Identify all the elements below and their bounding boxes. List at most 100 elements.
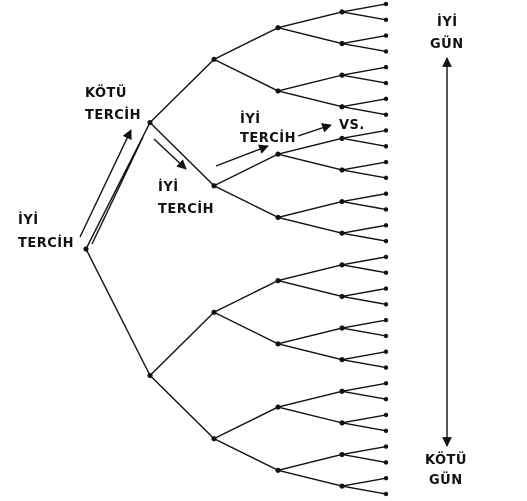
- tree-branch: [341, 11, 387, 21]
- tree-leaf-node: [383, 191, 389, 196]
- tree-decision-node: [339, 388, 345, 394]
- tree-branch: [213, 279, 279, 313]
- tree-branch: [341, 98, 387, 108]
- tree-decision-node: [339, 230, 345, 236]
- tree-branch: [341, 3, 387, 13]
- label-good-day-line1: İYİ: [437, 14, 458, 30]
- tree-decision-node: [275, 88, 281, 94]
- tree-leaf-node: [383, 460, 389, 465]
- tree-leaf-node: [383, 270, 389, 275]
- tree-branch: [341, 137, 387, 147]
- tree-branch: [341, 358, 387, 369]
- tree-decision-node: [275, 278, 281, 284]
- tree-branch: [341, 390, 387, 400]
- tree-branches: [85, 3, 387, 495]
- tree-branch: [277, 453, 343, 471]
- tree-branch: [341, 295, 387, 306]
- tree-branch: [341, 200, 387, 211]
- tree-leaf-node: [383, 223, 389, 228]
- tree-decision-node: [275, 341, 281, 347]
- tree-leaf-node: [383, 491, 389, 497]
- tree-branch: [85, 248, 151, 376]
- tree-branch: [277, 200, 343, 219]
- tree-leaf-node: [383, 396, 389, 402]
- label-etc: VS.: [339, 118, 365, 133]
- tree-leaf-node: [383, 49, 389, 54]
- tree-branch: [277, 264, 343, 282]
- tree-decision-node: [339, 420, 345, 426]
- tree-branch: [149, 374, 215, 440]
- tree-branch: [341, 34, 387, 45]
- tree-branch: [341, 287, 387, 298]
- tree-decision-node: [339, 293, 345, 300]
- tree-branch: [277, 406, 343, 424]
- tree-branch: [341, 477, 387, 487]
- tree-branch: [341, 422, 387, 432]
- tree-leaf-node: [383, 238, 389, 244]
- tree-branch: [277, 279, 343, 298]
- tree-branch: [341, 264, 387, 274]
- tree-nodes: [83, 1, 389, 497]
- tree-decision-node: [339, 483, 345, 489]
- tree-leaf-node: [383, 302, 389, 307]
- tree-decision-node: [339, 325, 345, 331]
- tree-branch: [341, 224, 387, 234]
- tree-leaf-node: [383, 333, 389, 339]
- tree-decision-node: [147, 372, 153, 379]
- tree-branch: [341, 485, 387, 495]
- tree-decision-node: [339, 40, 345, 47]
- tree-branch: [213, 311, 279, 345]
- path-arrow-root-to-bad-a: [79, 129, 132, 238]
- tree-decision-node: [211, 56, 217, 62]
- tree-branch: [341, 256, 387, 266]
- tree-branch: [341, 327, 387, 337]
- label-good-choice2-line1: İYİ: [240, 111, 261, 127]
- tree-decision-node: [275, 25, 281, 31]
- tree-leaf-node: [383, 365, 389, 370]
- tree-leaf-node: [383, 254, 389, 260]
- tree-branch: [277, 74, 343, 92]
- tree-decision-node: [339, 357, 345, 363]
- tree-decision-node: [339, 167, 345, 173]
- label-good-choice-line2: TERCİH: [158, 201, 214, 217]
- tree-branch: [341, 351, 387, 361]
- label-bad-day-line2: GÜN: [429, 472, 463, 488]
- tree-branch: [277, 469, 343, 487]
- tree-branch: [341, 382, 387, 392]
- tree-leaf-node: [383, 475, 389, 481]
- tree-leaf-node: [383, 412, 389, 418]
- tree-decision-node: [211, 183, 217, 189]
- tree-branch: [213, 58, 279, 92]
- tree-branch: [149, 311, 215, 376]
- tree-leaf-node: [383, 159, 389, 165]
- label-bad-choice-line2: TERCİH: [85, 107, 141, 123]
- label-start-choice-line1: İYİ: [18, 212, 39, 228]
- label-good-day-line2: GÜN: [430, 36, 464, 52]
- tree-branch: [341, 319, 387, 329]
- tree-leaf-node: [383, 112, 389, 117]
- tree-decision-node: [275, 151, 281, 157]
- tree-branch: [277, 90, 343, 108]
- label-good-choice-line1: İYİ: [158, 179, 179, 195]
- tree-decision-node: [275, 467, 281, 473]
- tree-branch: [341, 232, 387, 242]
- tree-branch: [341, 161, 387, 171]
- tree-leaf-node: [383, 317, 389, 323]
- tree-decision-node: [339, 104, 345, 110]
- tree-branch: [277, 343, 343, 361]
- tree-leaf-node: [383, 428, 389, 433]
- label-bad-day-line1: KÖTÜ: [425, 452, 467, 468]
- tree-branch: [341, 74, 387, 84]
- tree-branch: [341, 192, 387, 203]
- label-good-choice2-line2: TERCİH: [240, 130, 296, 146]
- path-arrow-bad-to-good: [153, 138, 187, 170]
- tree-branch: [341, 42, 387, 53]
- path-arrow-good-to-good2: [215, 144, 269, 167]
- tree-branch: [341, 414, 387, 424]
- tree-decision-node: [211, 436, 217, 442]
- tree-decision-node: [275, 404, 281, 410]
- tree-decision-node: [339, 262, 345, 268]
- tree-decision-node: [339, 72, 345, 78]
- tree-decision-node: [339, 451, 345, 458]
